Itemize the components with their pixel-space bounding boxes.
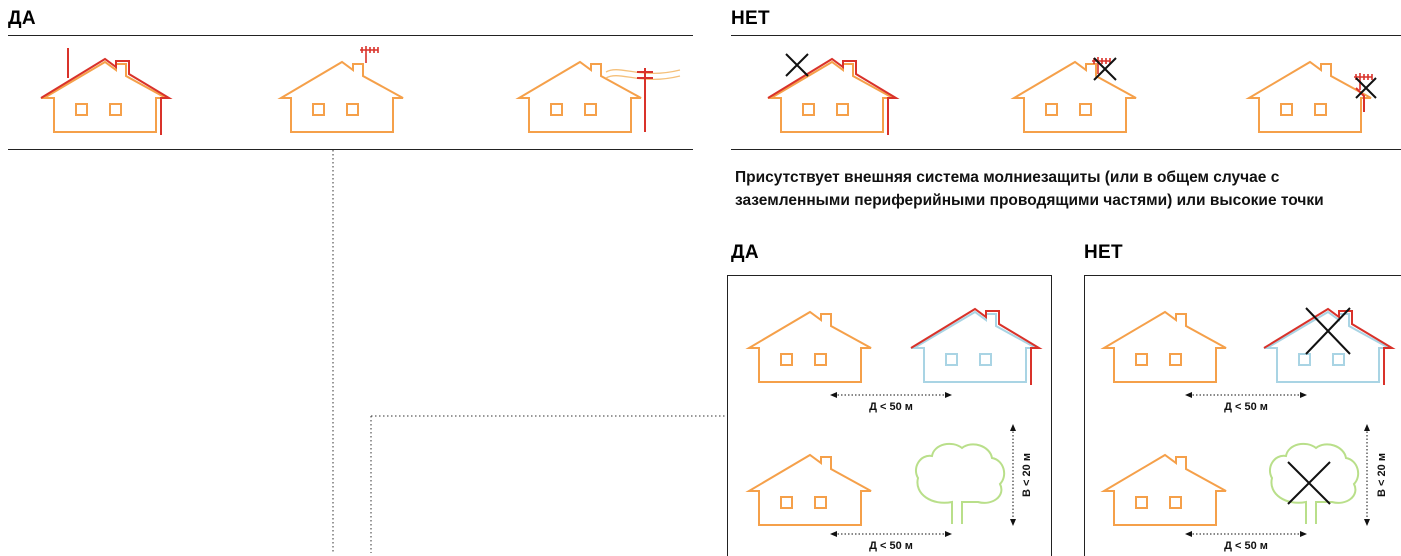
yes-heading: ДА bbox=[8, 8, 36, 29]
yes-bottom-rule bbox=[8, 149, 693, 150]
distance-label-no-bottom: Д < 50 м bbox=[1224, 540, 1268, 552]
no-example-box bbox=[1084, 275, 1401, 556]
no-house-lightning-rod-crossed bbox=[767, 53, 897, 136]
distance-arrows bbox=[834, 394, 1368, 535]
no-house-conductor-crossed bbox=[1248, 61, 1377, 133]
distance-label-yes-top: Д < 50 м bbox=[869, 401, 913, 413]
yes-house-with-power-line bbox=[518, 61, 681, 133]
no-heading: НЕТ bbox=[731, 8, 770, 29]
description-text: Присутствует внешняя система молниезащит… bbox=[735, 169, 1324, 209]
no-bottom-rule bbox=[731, 149, 1401, 150]
distance-label-yes-bottom: Д < 50 м bbox=[869, 540, 913, 552]
sub-yes-heading: ДА bbox=[731, 242, 759, 263]
yes-house-with-antenna bbox=[280, 45, 404, 133]
sub-yes-house-tree bbox=[748, 442, 1006, 526]
no-house-antenna-crossed bbox=[1013, 56, 1137, 133]
height-label-no: В < 20 м bbox=[1376, 453, 1388, 497]
sub-yes-house-pair bbox=[748, 308, 1040, 386]
yes-house-with-lightning-rod bbox=[40, 48, 170, 136]
leader-lines bbox=[332, 150, 727, 553]
sub-no-heading: НЕТ bbox=[1084, 242, 1123, 263]
arrow-heads bbox=[830, 392, 1370, 537]
sub-no-house-tree bbox=[1103, 442, 1360, 526]
height-label-yes: В < 20 м bbox=[1021, 453, 1033, 497]
sub-no-house-pair bbox=[1103, 307, 1393, 386]
yes-example-box bbox=[727, 275, 1052, 556]
distance-label-no-top: Д < 50 м bbox=[1224, 401, 1268, 413]
no-top-rule bbox=[731, 35, 1401, 36]
yes-top-rule bbox=[8, 35, 693, 36]
